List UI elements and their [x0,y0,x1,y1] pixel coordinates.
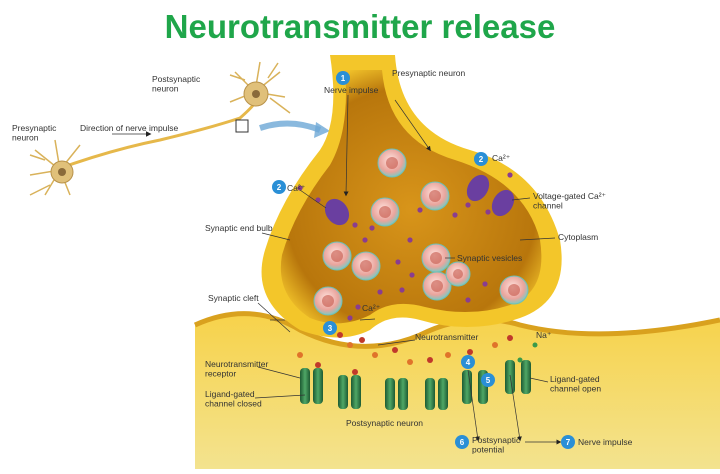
vesicle [351,251,381,281]
vesicle [377,148,407,178]
label-neurotransmitter: Neurotransmitter [415,332,478,342]
svg-text:3: 3 [328,324,333,333]
step-badge-6: 6 [455,435,469,449]
ligand-gated-channels [300,360,531,410]
label-postsynaptic-neuron: Postsynaptic neuron [346,418,423,428]
step-badge-3: 3 [323,321,337,335]
svg-text:6: 6 [460,438,465,447]
svg-text:7: 7 [566,438,571,447]
svg-text:4: 4 [466,358,471,367]
neurotransmitter-molecules [297,332,538,375]
label-ca-cleft: Ca²⁺ [362,303,381,313]
vesicle [420,181,450,211]
vesicle [499,275,529,305]
label-ca-left: Ca²⁺ [287,183,306,193]
label-synaptic-vesicles: Synaptic vesicles [457,253,522,263]
label-na: Na⁺ [536,330,552,340]
step-badge-2-left: 2 [272,180,286,194]
step-badges: 1 2 2 3 4 5 6 7 [272,71,575,449]
synaptic-vesicles [313,148,529,316]
step-badge-2-right: 2 [474,152,488,166]
vesicle [422,271,452,301]
vesicle [370,197,400,227]
label-cytoplasm: Cytoplasm [558,232,598,242]
label-nerve-impulse-top: Nerve impulse [324,85,379,95]
step-badge-1: 1 [336,71,350,85]
leader-lines [254,94,562,445]
step-badge-7: 7 [561,435,575,449]
vesicle [421,243,451,273]
label-synaptic-cleft: Synaptic cleft [208,293,259,303]
svg-text:1: 1 [341,74,346,83]
vesicle [313,286,343,316]
step-badge-5: 5 [481,373,495,387]
page-title: Neurotransmitter release [165,8,556,45]
step-badge-4: 4 [461,355,475,369]
voltage-gated-channels [324,174,515,226]
neuron-overview [29,61,330,196]
svg-text:2: 2 [277,183,282,192]
label-presynaptic-neuron: Presynaptic neuron [392,68,466,78]
vesicle [445,261,471,287]
postsynaptic-membrane [193,311,720,469]
svg-text:5: 5 [486,376,491,385]
label-synaptic-end-bulb: Synaptic end bulb [205,223,273,233]
label-voltage-gated-channel: Voltage-gated Ca²⁺channel [533,191,607,210]
vesicle [322,241,352,271]
svg-text:2: 2 [479,155,484,164]
label-ca-right: Ca²⁺ [492,153,511,163]
label-nerve-impulse-bottom: Nerve impulse [578,437,633,447]
label-direction: Direction of nerve impulse [80,123,179,133]
